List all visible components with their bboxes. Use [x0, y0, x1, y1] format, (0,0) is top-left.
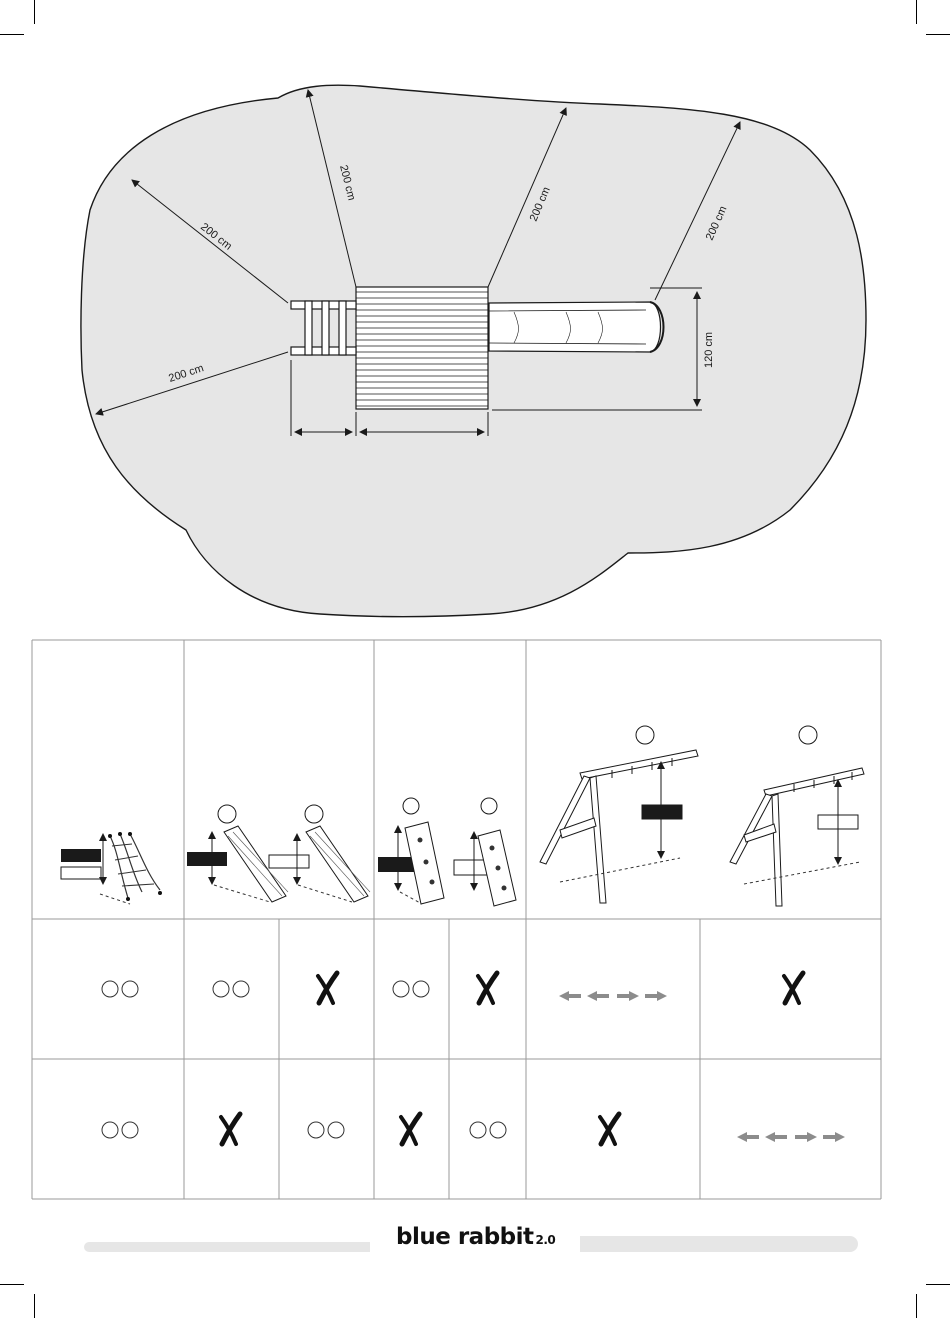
- climbing-net-illustration: [61, 832, 162, 904]
- not-allowed-icon: [318, 973, 337, 1003]
- ok-circles-icon: [102, 1122, 138, 1138]
- ok-circles-icon: [213, 981, 249, 997]
- ok-circles-icon: [393, 981, 429, 997]
- brand-name: blue rabbit: [396, 1224, 534, 1250]
- slide: [489, 302, 664, 352]
- ok-circles-icon: [102, 981, 138, 997]
- not-allowed-icon: [401, 1114, 420, 1144]
- compatibility-table: [32, 640, 881, 1199]
- climbing-wall-illustration: [378, 798, 516, 906]
- not-allowed-icon: [478, 973, 497, 1003]
- footer-bar-left: [84, 1242, 370, 1252]
- not-allowed-icon: [221, 1114, 240, 1144]
- row-2-symbols: [102, 1114, 845, 1144]
- ramp-illustration: [187, 805, 370, 902]
- swing-motion-arrows-icon: [559, 991, 667, 1001]
- brand-version: 2.0: [536, 1233, 556, 1247]
- row-1-symbols: [102, 973, 803, 1003]
- not-allowed-icon: [784, 973, 803, 1003]
- dimension-label: 120 cm: [703, 332, 715, 368]
- ok-circles-icon: [470, 1122, 506, 1138]
- not-allowed-icon: [600, 1114, 619, 1144]
- platform: [356, 287, 488, 409]
- footer-bar-right: [580, 1236, 858, 1252]
- swing-motion-arrows-icon: [737, 1132, 845, 1142]
- swing-illustration: [540, 726, 864, 906]
- ok-circles-icon: [308, 1122, 344, 1138]
